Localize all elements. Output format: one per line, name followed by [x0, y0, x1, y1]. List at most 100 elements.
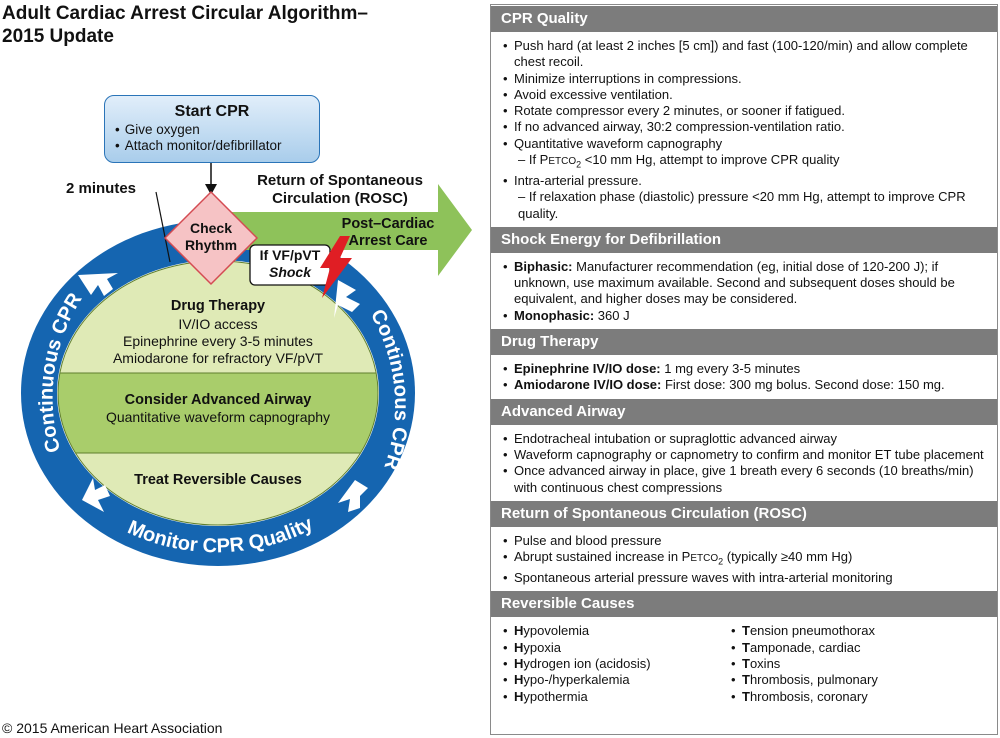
shock-line: Shock [268, 264, 311, 280]
cause-initial: T [742, 655, 750, 671]
section-header-reversible-causes: Reversible Causes [491, 590, 997, 618]
cpr-quality-item: Rotate compressor every 2 minutes, or so… [503, 103, 991, 120]
h-cause: Hypo-/hyperkalemia [503, 672, 731, 689]
sub1-post: <10 mm Hg, attempt to improve CPR qualit… [581, 152, 840, 168]
cpr-quality-item: Push hard (at least 2 inches [5 cm]) and… [503, 38, 991, 71]
section-header-rosc: Return of Spontaneous Circulation (ROSC) [491, 499, 997, 527]
airway-item: Once advanced airway in place, give 1 br… [503, 463, 991, 496]
shock-label: If VF/pVT Shock [251, 247, 329, 281]
title-line-2: 2015 Update [2, 26, 114, 47]
h-cause: Hypovolemia [503, 623, 731, 640]
check-rhythm-line: Check [189, 220, 233, 236]
rosc-label: Return of Spontaneous Circulation (ROSC) [230, 172, 450, 208]
drug-item: Amiodarone IV/IO dose: First dose: 300 m… [503, 377, 991, 394]
rosc-label-line: Return of Spontaneous [257, 172, 423, 189]
cause-initial: T [742, 688, 750, 704]
section-body-cpr-quality: Push hard (at least 2 inches [5 cm]) and… [491, 32, 997, 226]
drug-item: Epinephrine IV/IO dose: 1 mg every 3-5 m… [503, 361, 991, 378]
check-rhythm-label: Check Rhythm [168, 220, 254, 254]
drug-therapy-heading: Drug Therapy [170, 298, 266, 314]
page-title: Adult Cardiac Arrest Circular Algorithm–… [2, 2, 368, 48]
h-cause: Hypoxia [503, 639, 731, 657]
cpr-quality-item: Quantitative waveform capnography [503, 136, 991, 153]
cause-rest: oxins [749, 655, 781, 671]
rosc-item: Spontaneous arterial pressure waves with… [503, 570, 991, 587]
start-to-check-arrowhead [205, 184, 217, 195]
check-rhythm-diamond [163, 190, 259, 286]
sub1-pre: – If P [518, 152, 549, 168]
cpr-quality-item: Avoid excessive ventilation. [503, 87, 991, 104]
sub1-two: 2 [576, 159, 582, 170]
cause-rest: amponade, cardiac [749, 639, 861, 655]
copyright: © 2015 American Heart Association [2, 720, 223, 736]
section-body-shock-energy: Biphasic: Manufacturer recommendation (e… [491, 253, 997, 328]
airway-item: Endotracheal intubation or supraglottic … [503, 431, 991, 448]
epi-label: Epinephrine IV/IO dose: [514, 361, 661, 377]
cause-rest: ydrogen ion (acidosis) [523, 655, 651, 671]
rosc-arrow [222, 184, 472, 276]
cause-rest: ypovolemia [523, 623, 590, 639]
info-panel: CPR Quality Push hard (at least 2 inches… [490, 4, 998, 735]
advanced-airway-heading: Consider Advanced Airway [124, 392, 312, 408]
drug-line: Epinephrine every 3-5 minutes [123, 333, 313, 349]
cpr-quality-subitem: – If PETCO2 <10 mm Hg, attempt to improv… [503, 152, 991, 173]
ring-arrow-right-lower [338, 480, 368, 512]
reversible-causes-label: Treat Reversible Causes [134, 472, 302, 488]
cpr-quality-subitem: – If relaxation phase (diastolic) pressu… [518, 189, 966, 221]
cause-initial: H [514, 639, 524, 655]
cause-initial: H [514, 655, 524, 671]
amio-text: First dose: 300 mg bolus. Second dose: 1… [661, 377, 945, 393]
airway-item: Waveform capnography or capnometry to co… [503, 447, 991, 464]
drug-line: Amiodarone for refractory VF/pVT [112, 350, 324, 366]
title-line-1: Adult Cardiac Arrest Circular Algorithm– [2, 3, 369, 24]
cause-initial: H [514, 688, 524, 704]
epi-text: 1 mg every 3-5 minutes [660, 361, 801, 377]
t-cause: Thrombosis, coronary [731, 688, 991, 706]
post-care-line: Post–Cardiac [341, 216, 435, 232]
section-header-shock-energy: Shock Energy for Defibrillation [491, 225, 997, 253]
sub1-etco: ETCO [548, 156, 577, 168]
section-body-drug-therapy: Epinephrine IV/IO dose: 1 mg every 3-5 m… [491, 355, 997, 398]
rosc-item2-post: (typically ≥40 mm Hg) [723, 549, 853, 565]
rosc-item: Pulse and blood pressure [503, 533, 991, 550]
cause-rest: hrombosis, coronary [749, 688, 868, 704]
drug-line: IV/IO access [178, 316, 258, 332]
two-minutes-label: 2 minutes [66, 180, 137, 197]
check-rhythm-line: Rhythm [184, 237, 238, 253]
section-body-advanced-airway: Endotracheal intubation or supraglottic … [491, 425, 997, 500]
t-cause: Thrombosis, pulmonary [731, 672, 991, 689]
algorithm-svg: Continuous CPR Continuous CPR Monitor CP… [21, 162, 472, 566]
cause-rest: ypothermia [523, 688, 588, 704]
biphasic-label: Biphasic: [514, 258, 573, 274]
h-cause: Hypothermia [503, 688, 731, 706]
cause-initial: H [514, 672, 524, 688]
ring-arrow-right-upper [334, 280, 360, 318]
drug-therapy-lines: IV/IO access Epinephrine every 3-5 minut… [68, 316, 368, 367]
section-body-reversible-causes: Hypovolemia Hypoxia Hydrogen ion (acidos… [491, 617, 997, 708]
band-advanced-airway [58, 373, 378, 453]
post-cardiac-arrest-care: Post–Cardiac Arrest Care [338, 216, 438, 250]
biphasic-text: Manufacturer recommendation (eg, initial… [514, 258, 955, 307]
amio-label: Amiodarone IV/IO dose: [514, 377, 662, 393]
shock-line: If VF/pVT [259, 247, 321, 263]
two-minutes-leader [155, 191, 171, 263]
cause-initial: T [742, 672, 750, 688]
start-cpr-heading: Start CPR [174, 103, 250, 120]
start-cpr-item: Attach monitor/defibrillator [115, 138, 319, 154]
ring-arrow-bottom-left [82, 478, 110, 512]
cpr-quality-item: Intra-arterial pressure. [503, 173, 991, 190]
cause-initial: H [514, 623, 524, 639]
section-header-advanced-airway: Advanced Airway [491, 397, 997, 425]
post-care-line: Arrest Care [348, 233, 428, 249]
t-cause: Tension pneumothorax [731, 623, 991, 640]
t-cause: Toxins [731, 655, 991, 673]
advanced-airway-line: Quantitative waveform capnography [105, 409, 331, 425]
ring-arrow-top-left [78, 273, 118, 296]
algorithm-diagram: Continuous CPR Continuous CPR Monitor CP… [0, 0, 490, 738]
cause-rest: ension pneumothorax [749, 623, 875, 639]
monophasic-label: Monophasic: [514, 307, 595, 323]
shock-energy-item: Biphasic: Manufacturer recommendation (e… [503, 259, 991, 308]
rosc-item: Abrupt sustained increase in PETCO2 (typ… [503, 549, 991, 570]
cause-rest: ypo-/hyperkalemia [523, 672, 630, 688]
cpr-quality-item: Minimize interruptions in compressions. [503, 71, 991, 88]
